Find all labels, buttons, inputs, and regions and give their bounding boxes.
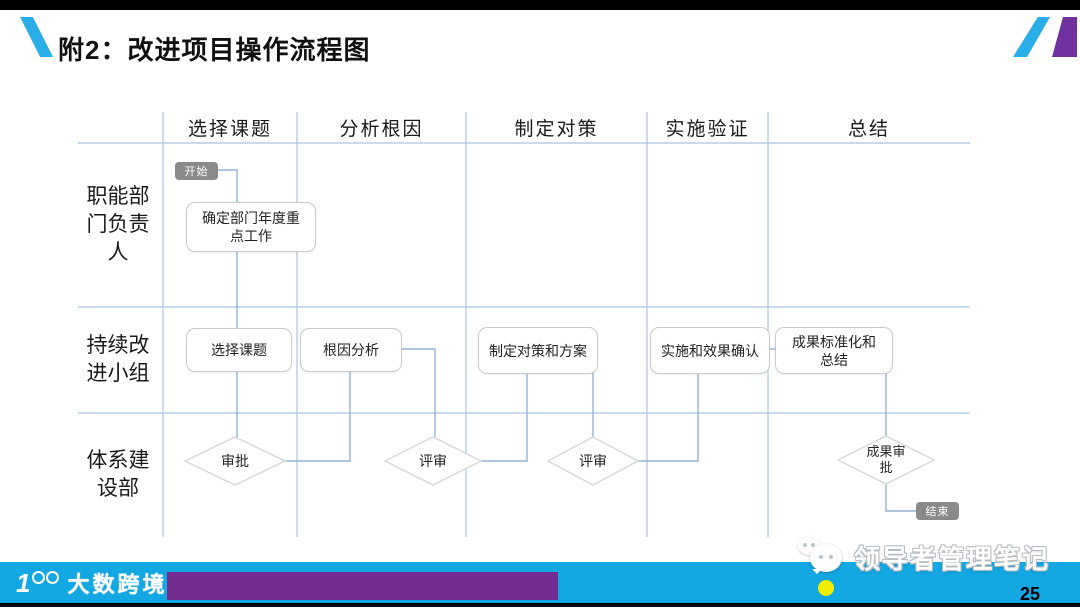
top-black-bar <box>0 0 1080 10</box>
corner-logo-blue-stripe-icon <box>1013 17 1050 57</box>
brand-name: 大数跨境 <box>67 572 168 597</box>
decision-label-review-2: 评审 <box>579 453 607 469</box>
watermark-text: 领导者管理笔记 <box>854 543 1051 574</box>
row-label-function-dept-head: 职能部门负责人 <box>86 185 150 264</box>
process-box-implement-confirm: 实施和效果确认 <box>650 327 770 374</box>
row-label-system-dept: 体系建设部 <box>86 449 150 500</box>
watermark: 领导者管理笔记 <box>796 536 1050 578</box>
corner-logo-purple-stripe-icon <box>1052 17 1077 57</box>
title-slash-icon <box>20 17 53 57</box>
end-badge: 结束 <box>916 502 959 520</box>
footer-purple-bar <box>167 572 558 600</box>
column-header-root-cause: 分析根因 <box>339 119 424 140</box>
wechat-icon <box>796 536 854 578</box>
start-badge: 开始 <box>175 162 218 180</box>
bottom-black-bar <box>0 603 1080 607</box>
row-label-improvement-team: 持续改进小组 <box>86 334 150 385</box>
page-number: 25 <box>1019 584 1040 604</box>
brand-logo-icon: 1 <box>16 567 31 598</box>
decision-label-result-approval: 成果审批 <box>866 444 906 475</box>
brand-logo: 1 大数跨境 <box>16 566 167 600</box>
yellow-dot <box>818 580 834 596</box>
decision-label-review-1: 评审 <box>419 453 447 469</box>
column-header-summary: 总结 <box>847 119 890 140</box>
column-header-countermeasure: 制定对策 <box>514 119 599 140</box>
process-box-annual-key-work: 确定部门年度重点工作 <box>186 202 316 252</box>
process-box-select-topic: 选择课题 <box>186 328 292 372</box>
process-box-root-cause-analysis: 根因分析 <box>300 328 402 372</box>
decision-label-approval: 审批 <box>221 453 249 469</box>
process-box-standardize-summary: 成果标准化和总结 <box>775 327 893 374</box>
process-box-countermeasure-plan: 制定对策和方案 <box>478 327 598 374</box>
page-title: 附2：改进项目操作流程图 <box>58 35 371 65</box>
column-header-implement: 实施验证 <box>665 119 750 140</box>
column-header-select-topic: 选择课题 <box>187 119 272 140</box>
